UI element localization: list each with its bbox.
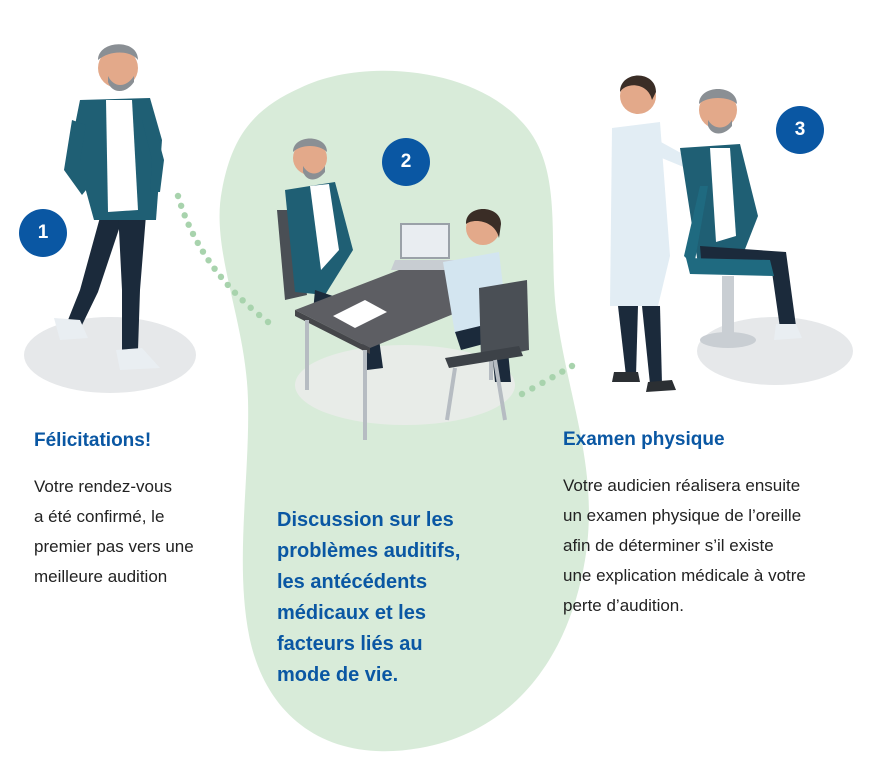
step-2-description: Discussion sur les problèmes auditifs, l…	[277, 509, 461, 686]
step-1-title: Félicitations!	[34, 430, 152, 451]
connector-dot	[224, 281, 231, 289]
connector-dot	[255, 311, 263, 319]
connector-dot	[189, 230, 197, 238]
connector-dot	[217, 273, 225, 281]
connector-dot	[199, 248, 207, 255]
step-3-badge: 3	[776, 106, 824, 154]
connector-dot	[264, 318, 272, 326]
connector-dot	[549, 374, 556, 381]
connector-dot	[247, 304, 254, 311]
connector-dot	[239, 297, 246, 304]
connector-dots-2-3	[518, 362, 576, 398]
connector-dot	[177, 202, 185, 209]
connector-dots-1-2	[174, 192, 272, 326]
connector-dot	[559, 368, 566, 375]
walking-man-icon	[24, 44, 196, 393]
connector-dot	[539, 379, 546, 386]
connector-dot	[194, 239, 201, 247]
step-3-description: Votre audicien réalisera ensuite un exam…	[563, 476, 806, 615]
connector-dot	[185, 221, 192, 228]
connector-dot	[205, 257, 212, 264]
connector-dot	[181, 212, 188, 219]
step-3-title: Examen physique	[563, 429, 725, 450]
consultation-table-icon	[277, 138, 529, 440]
step-2-badge: 2	[382, 138, 430, 186]
connector-dot	[568, 362, 576, 370]
connector-dot	[211, 265, 218, 272]
connector-dot	[529, 385, 536, 392]
step-1-badge: 1	[19, 209, 67, 257]
step-1-description: Votre rendez-vous a été confirmé, le pre…	[34, 477, 194, 586]
connector-dot	[231, 289, 239, 296]
ear-exam-icon	[610, 75, 853, 392]
connector-dot	[174, 192, 182, 200]
connector-dot	[518, 390, 526, 398]
